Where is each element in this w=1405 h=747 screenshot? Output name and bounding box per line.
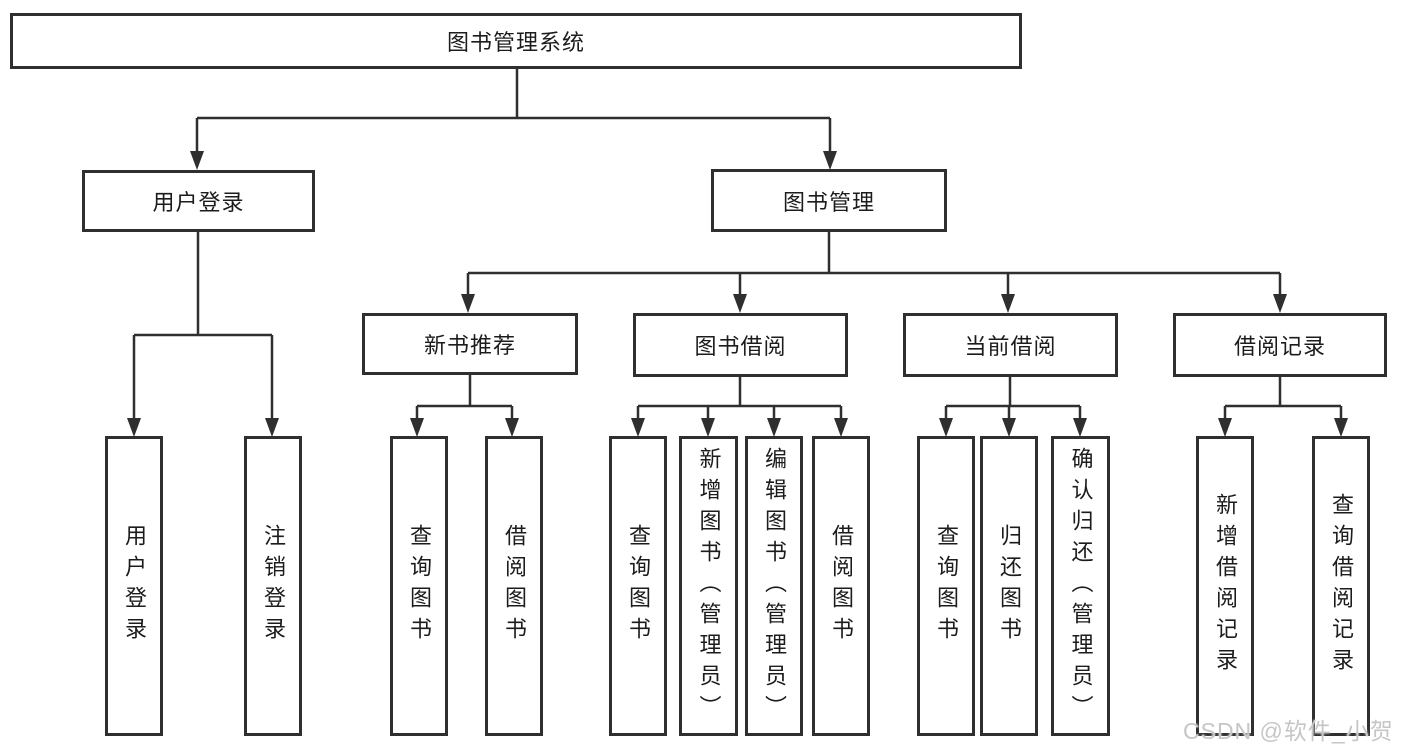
arrow-down-icon [834, 418, 848, 437]
node-borrow-book: 借阅图书 [812, 436, 870, 736]
arrow-down-icon [461, 294, 475, 313]
arrow-down-icon [1218, 418, 1232, 437]
node-borrowing-records: 借阅记录 [1173, 313, 1387, 377]
arrow-down-icon [1334, 418, 1348, 437]
arrow-down-icon [127, 418, 141, 437]
node-add-book-admin: 新增图书（管理员） [679, 436, 738, 736]
arrow-down-icon [410, 418, 424, 437]
node-confirm-return-admin: 确认归还（管理员） [1051, 436, 1110, 736]
node-return-book: 归还图书 [980, 436, 1038, 736]
node-query-books-borrow: 查询图书 [609, 436, 667, 736]
arrow-down-icon [265, 418, 279, 437]
node-library-system: 图书管理系统 [10, 13, 1022, 69]
node-book-management: 图书管理 [711, 169, 947, 232]
arrowhead-icons [127, 151, 1348, 437]
node-user-login-leaf: 用户登录 [105, 436, 163, 736]
node-edit-book-admin: 编辑图书（管理员） [745, 436, 803, 736]
arrow-down-icon [1002, 418, 1016, 437]
arrow-down-icon [767, 418, 781, 437]
arrow-down-icon [190, 151, 204, 170]
arrow-down-icon [1073, 418, 1087, 437]
node-user-login: 用户登录 [82, 170, 315, 232]
node-logout: 注销登录 [244, 436, 302, 736]
arrow-down-icon [939, 418, 953, 437]
arrow-down-icon [733, 294, 747, 313]
node-query-borrow-record: 查询借阅记录 [1312, 436, 1370, 736]
arrow-down-icon [631, 418, 645, 437]
arrow-down-icon [1001, 294, 1015, 313]
node-add-borrow-record: 新增借阅记录 [1196, 436, 1254, 736]
node-book-borrowing: 图书借阅 [633, 313, 848, 377]
node-query-books-current: 查询图书 [917, 436, 975, 736]
node-borrow-books-recommend: 借阅图书 [485, 436, 543, 736]
arrow-down-icon [505, 418, 519, 437]
arrow-down-icon [701, 418, 715, 437]
arrow-down-icon [1273, 294, 1287, 313]
node-query-books-recommend: 查询图书 [390, 436, 448, 736]
node-new-book-recommend: 新书推荐 [362, 313, 578, 375]
node-current-borrowing: 当前借阅 [903, 313, 1118, 377]
arrow-down-icon [823, 151, 837, 170]
watermark: CSDN @软件_小贺同学 [1183, 718, 1394, 744]
